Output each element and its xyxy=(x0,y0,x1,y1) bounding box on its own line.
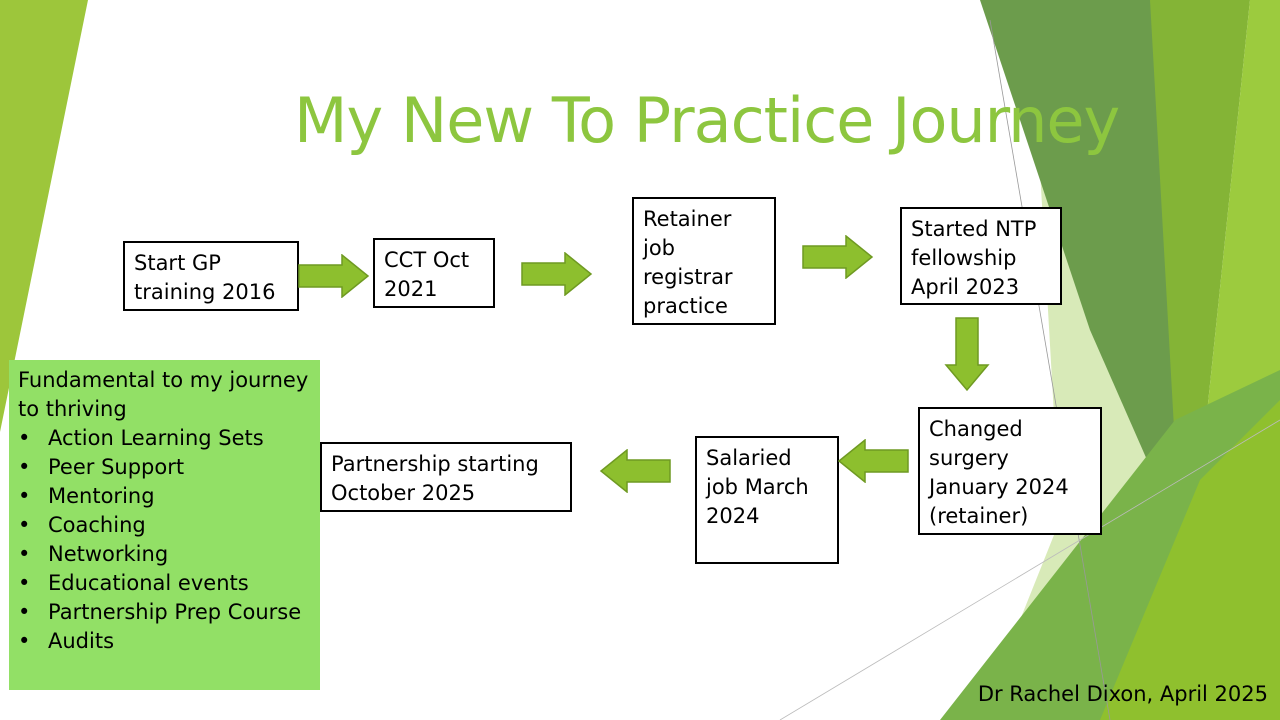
step-changed-surgery: Changed surgery January 2024 (retainer) xyxy=(918,407,1102,535)
list-item: Coaching xyxy=(18,511,311,540)
list-item: Educational events xyxy=(18,569,311,598)
arrow-left-icon xyxy=(599,449,671,493)
arrow-right-icon xyxy=(521,252,593,296)
step-salaried-job: Salaried job March 2024 xyxy=(695,436,839,564)
slide-title: My New To Practice Journey xyxy=(294,84,1120,157)
step-cct: CCT Oct 2021 xyxy=(373,238,495,308)
step-partnership: Partnership starting October 2025 xyxy=(320,442,572,512)
list-item: Peer Support xyxy=(18,453,311,482)
arrow-left-icon xyxy=(837,439,909,483)
list-item: Networking xyxy=(18,540,311,569)
step-retainer-job: Retainer job registrar practice xyxy=(632,197,776,325)
list-item: Mentoring xyxy=(18,482,311,511)
panel-heading: Fundamental to my journey to thriving xyxy=(18,368,309,421)
author-footer: Dr Rachel Dixon, April 2025 xyxy=(977,682,1268,706)
fundamentals-panel: Fundamental to my journey to thriving Ac… xyxy=(9,360,320,690)
list-item: Audits xyxy=(18,627,311,656)
arrow-down-icon xyxy=(944,317,990,392)
arrow-right-icon xyxy=(298,254,370,298)
step-start-gp-training: Start GP training 2016 xyxy=(123,241,299,311)
step-ntp-fellowship: Started NTP fellowship April 2023 xyxy=(900,207,1062,305)
fundamentals-list: Action Learning Sets Peer Support Mentor… xyxy=(18,424,311,656)
arrow-right-icon xyxy=(802,235,874,279)
list-item: Partnership Prep Course xyxy=(18,598,311,627)
list-item: Action Learning Sets xyxy=(18,424,311,453)
